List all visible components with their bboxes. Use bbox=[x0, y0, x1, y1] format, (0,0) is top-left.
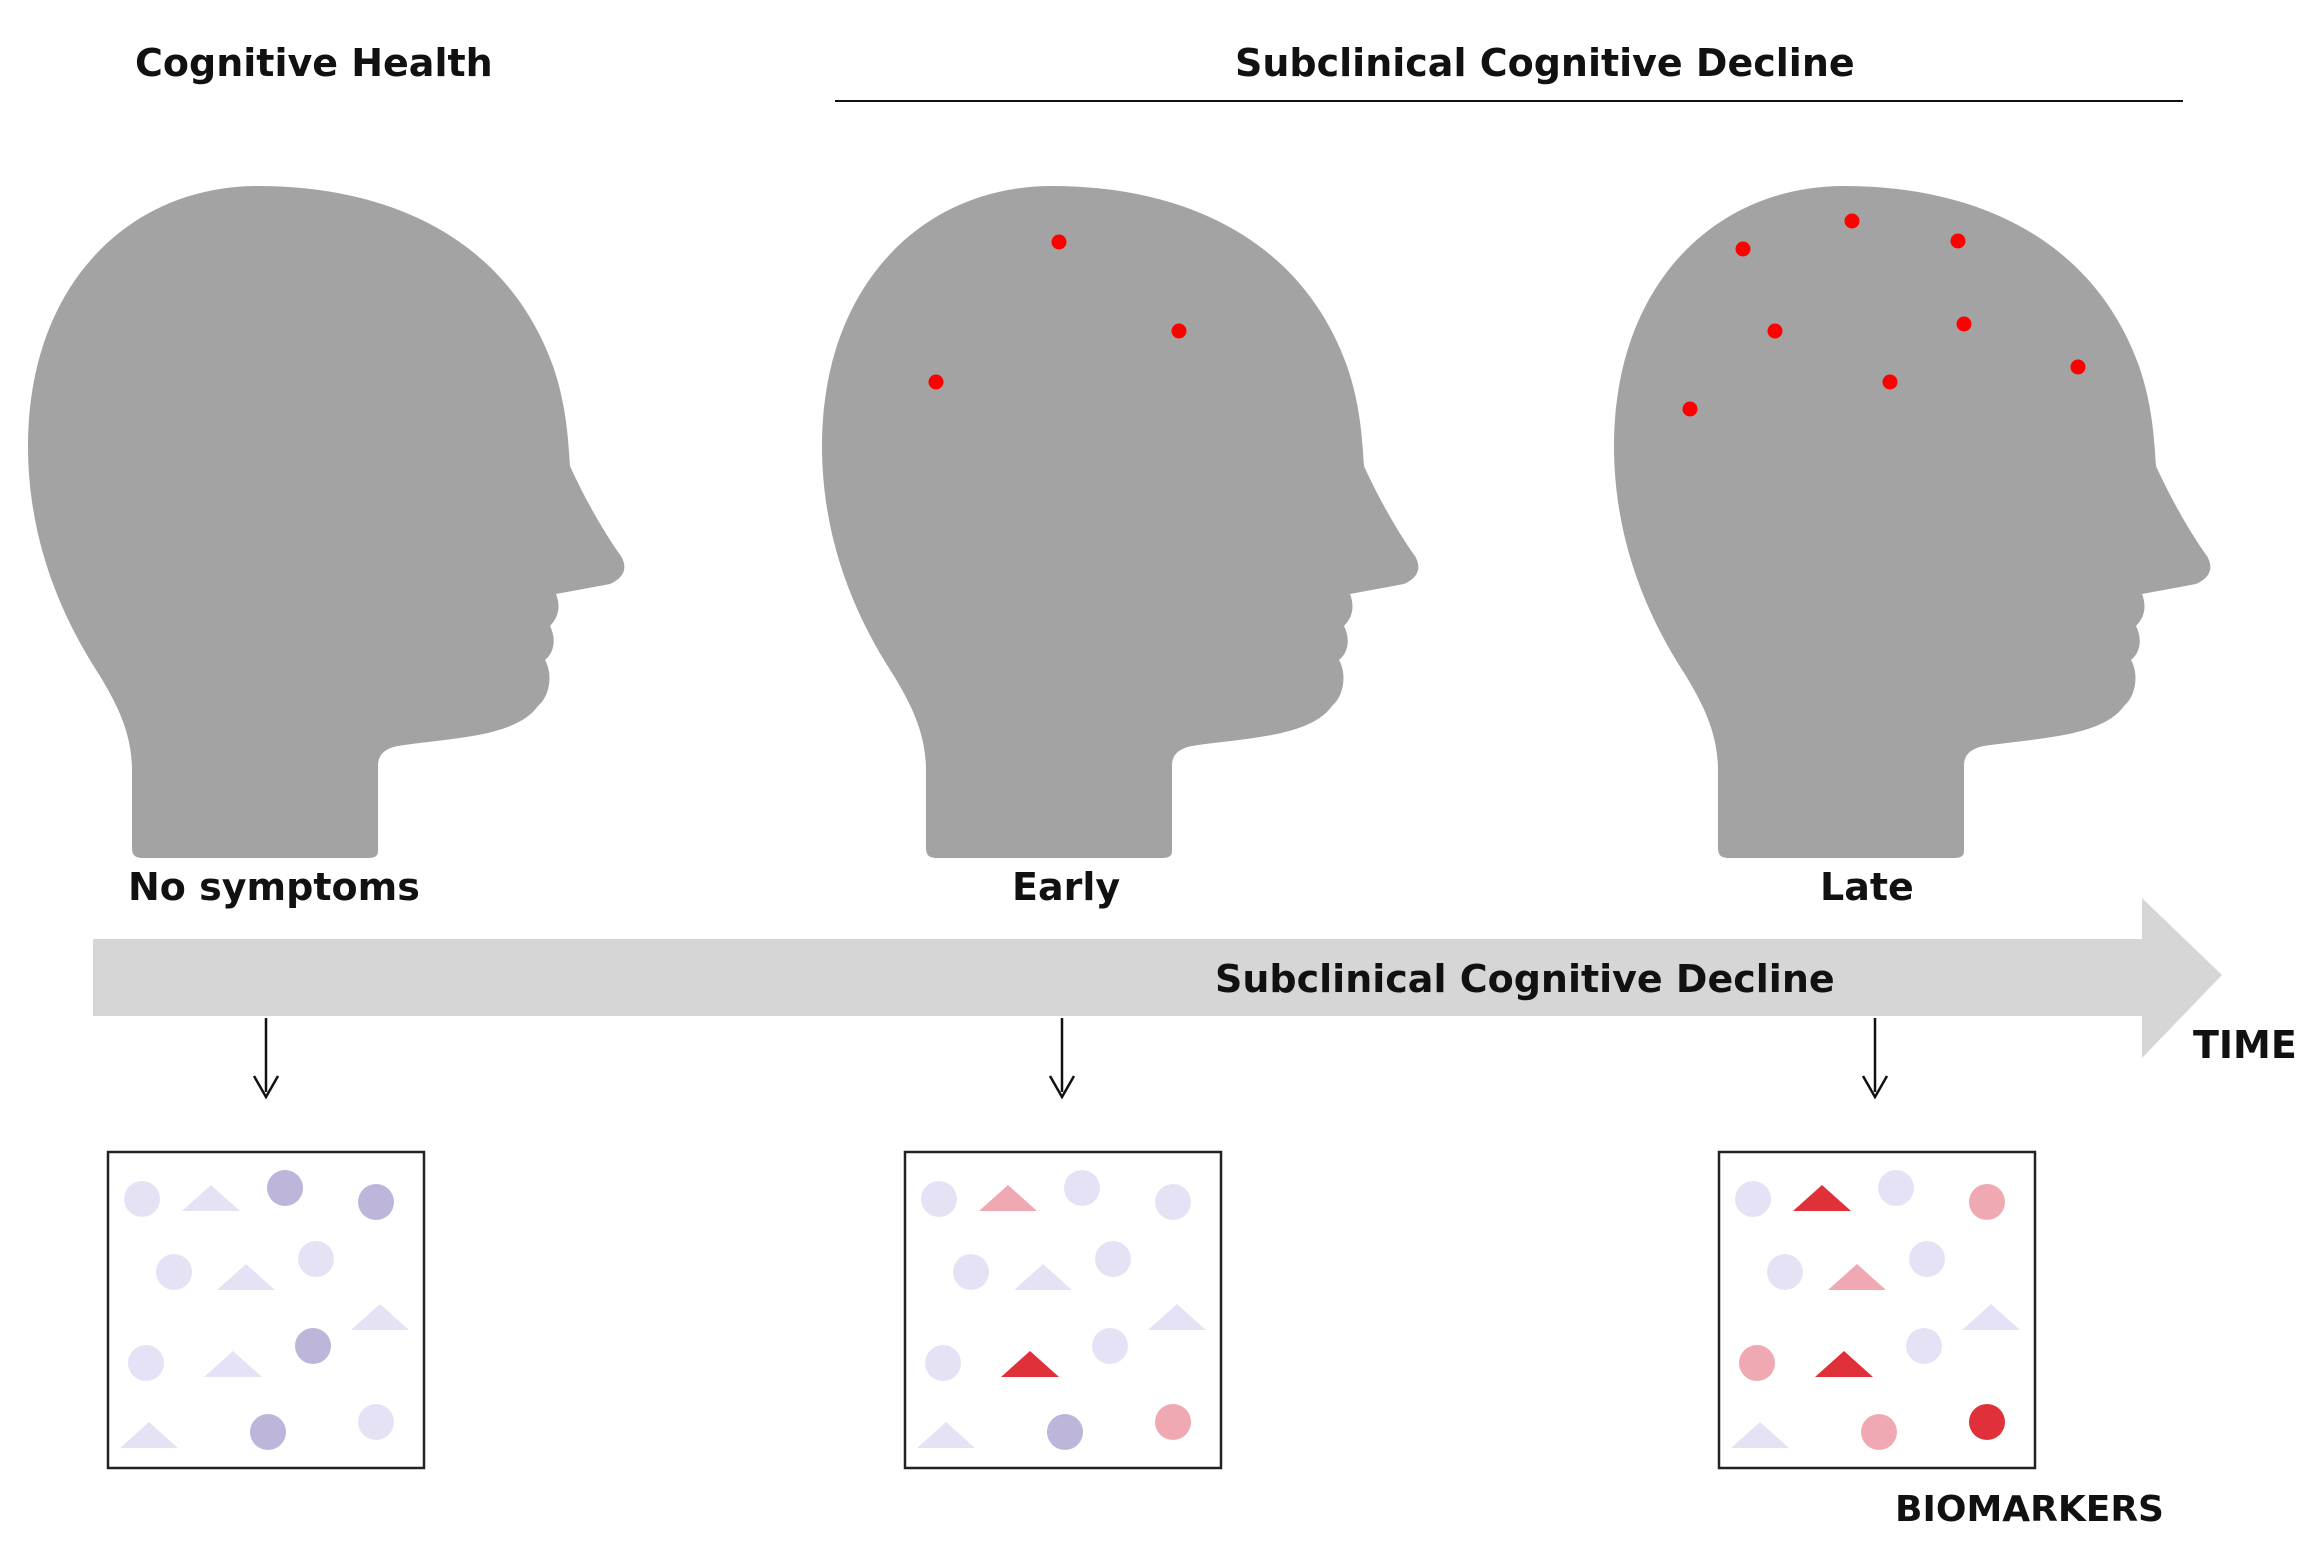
lesion-dot-late-3 bbox=[1767, 323, 1783, 339]
biomarker-circle-early-2 bbox=[1064, 1170, 1100, 1206]
biomarker-circle-early-8 bbox=[925, 1345, 961, 1381]
biomarker-circle-late-0 bbox=[1735, 1181, 1771, 1217]
biomarker-circle-no-symptoms-12 bbox=[250, 1414, 286, 1450]
biomarker-circle-early-13 bbox=[1155, 1404, 1191, 1440]
biomarker-circle-late-8 bbox=[1739, 1345, 1775, 1381]
biomarker-box-late bbox=[1717, 1150, 2037, 1470]
lesion-dot-late-5 bbox=[1882, 374, 1898, 390]
lesion-dot-late-2 bbox=[1950, 233, 1966, 249]
biomarker-triangle-late-9 bbox=[1815, 1351, 1873, 1377]
biomarker-circle-no-symptoms-6 bbox=[298, 1241, 334, 1277]
down-arrow-late bbox=[1861, 1018, 1889, 1100]
biomarker-box-early bbox=[903, 1150, 1223, 1470]
biomarker-circle-late-6 bbox=[1909, 1241, 1945, 1277]
stage-label-no-symptoms: No symptoms bbox=[128, 865, 420, 909]
biomarker-circle-no-symptoms-2 bbox=[267, 1170, 303, 1206]
biomarker-circle-late-12 bbox=[1861, 1414, 1897, 1450]
head-shape-early bbox=[822, 186, 1419, 858]
biomarker-circle-early-4 bbox=[953, 1254, 989, 1290]
stage-label-late: Late bbox=[1820, 865, 1914, 909]
biomarker-circle-late-4 bbox=[1767, 1254, 1803, 1290]
stage-label-early: Early bbox=[1012, 865, 1120, 909]
lesion-dot-late-1 bbox=[1735, 241, 1751, 257]
timeline-arrow bbox=[93, 898, 2222, 1058]
head-silhouette-early bbox=[822, 186, 1419, 858]
biomarker-triangle-late-7 bbox=[1962, 1304, 2020, 1330]
head-shape-late bbox=[1614, 186, 2211, 858]
lesion-dot-early-2 bbox=[928, 374, 944, 390]
lesion-dot-late-0 bbox=[1844, 213, 1860, 229]
biomarker-triangle-early-9 bbox=[1001, 1351, 1059, 1377]
biomarker-triangle-early-11 bbox=[917, 1422, 975, 1448]
biomarker-triangle-early-5 bbox=[1014, 1264, 1072, 1290]
biomarker-circle-early-12 bbox=[1047, 1414, 1083, 1450]
biomarker-circle-early-6 bbox=[1095, 1241, 1131, 1277]
heads-group bbox=[28, 186, 2211, 858]
head-silhouette-no-symptoms bbox=[28, 186, 625, 858]
biomarker-circle-no-symptoms-3 bbox=[358, 1184, 394, 1220]
biomarker-circle-late-3 bbox=[1969, 1184, 2005, 1220]
biomarker-triangle-late-11 bbox=[1731, 1422, 1789, 1448]
biomarker-triangle-no-symptoms-9 bbox=[204, 1351, 262, 1377]
lesion-dot-late-4 bbox=[1956, 316, 1972, 332]
biomarker-circle-early-3 bbox=[1155, 1184, 1191, 1220]
biomarkers-label: BIOMARKERS bbox=[1895, 1489, 2164, 1530]
lesion-dot-late-6 bbox=[2070, 359, 2086, 375]
biomarker-triangle-early-7 bbox=[1148, 1304, 1206, 1330]
biomarker-circle-late-13 bbox=[1969, 1404, 2005, 1440]
down-arrow-no-symptoms bbox=[252, 1018, 280, 1100]
biomarker-triangle-late-1 bbox=[1793, 1185, 1851, 1211]
biomarker-triangle-no-symptoms-7 bbox=[351, 1304, 409, 1330]
biomarker-circle-no-symptoms-0 bbox=[124, 1181, 160, 1217]
biomarker-triangle-no-symptoms-1 bbox=[182, 1185, 240, 1211]
biomarker-triangle-early-1 bbox=[979, 1185, 1037, 1211]
lesion-dot-early-0 bbox=[1051, 234, 1067, 250]
lesion-dot-early-1 bbox=[1171, 323, 1187, 339]
down-arrow-early bbox=[1048, 1018, 1076, 1100]
biomarker-circle-late-2 bbox=[1878, 1170, 1914, 1206]
head-shape-no-symptoms bbox=[28, 186, 625, 858]
biomarker-circle-no-symptoms-8 bbox=[128, 1345, 164, 1381]
biomarker-circle-no-symptoms-4 bbox=[156, 1254, 192, 1290]
biomarker-circle-no-symptoms-10 bbox=[295, 1328, 331, 1364]
lesion-dot-late-7 bbox=[1682, 401, 1698, 417]
header-subclinical-decline: Subclinical Cognitive Decline bbox=[1235, 41, 1855, 85]
biomarker-box-no-symptoms bbox=[106, 1150, 426, 1470]
biomarker-circle-no-symptoms-13 bbox=[358, 1404, 394, 1440]
biomarker-circle-late-10 bbox=[1906, 1328, 1942, 1364]
biomarker-boxes bbox=[106, 1150, 2037, 1470]
biomarker-triangle-no-symptoms-5 bbox=[217, 1264, 275, 1290]
biomarker-circle-early-10 bbox=[1092, 1328, 1128, 1364]
biomarker-triangle-no-symptoms-11 bbox=[120, 1422, 178, 1448]
header-cognitive-health: Cognitive Health bbox=[135, 41, 493, 85]
timeline-label: Subclinical Cognitive Decline bbox=[1215, 957, 1835, 1001]
head-silhouette-late bbox=[1614, 186, 2211, 858]
biomarker-circle-early-0 bbox=[921, 1181, 957, 1217]
time-label: TIME bbox=[2193, 1023, 2297, 1067]
biomarker-triangle-late-5 bbox=[1828, 1264, 1886, 1290]
